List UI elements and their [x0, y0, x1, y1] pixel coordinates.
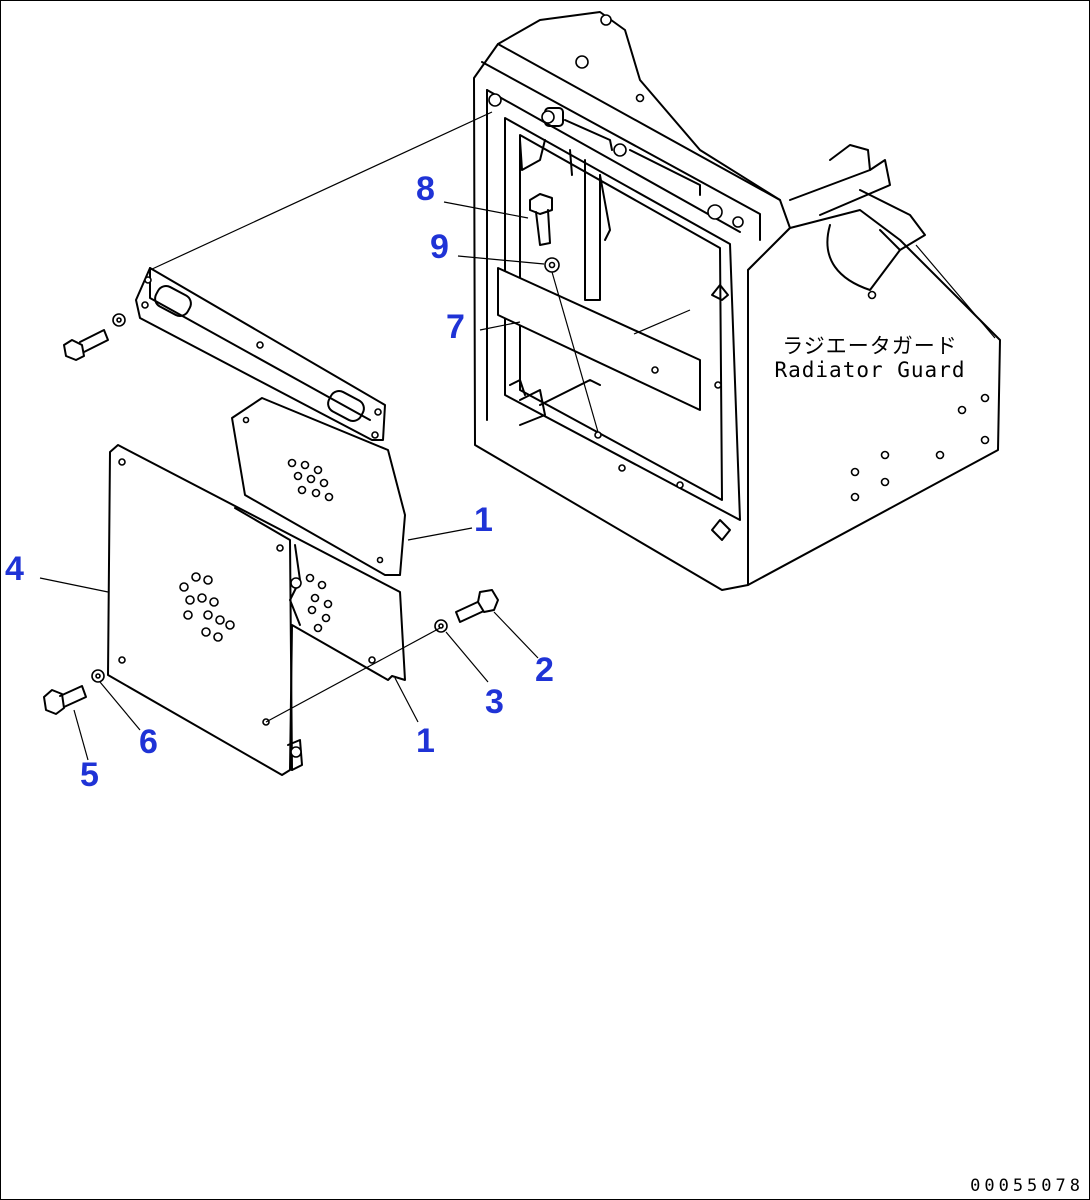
- callout-1-upper: 1: [474, 501, 493, 539]
- radiator-guard-housing: [473, 11, 1001, 591]
- callout-2: 2: [535, 651, 554, 689]
- cover-plate-upper: [231, 397, 406, 576]
- radiator-guard-label-jp: ラジエータガード: [782, 334, 958, 358]
- radiator-guard-label: ラジエータガード Radiator Guard: [770, 334, 970, 382]
- callout-3: 3: [485, 683, 504, 721]
- callout-1-lower: 1: [416, 722, 435, 760]
- callout-7: 7: [446, 308, 465, 346]
- bolt-upper-left: [63, 313, 126, 361]
- leader-lines: [39, 111, 996, 761]
- bolt-2: [434, 589, 499, 633]
- front-cover-plate: [107, 444, 406, 776]
- bolt-8: [529, 193, 560, 273]
- callout-8: 8: [416, 170, 435, 208]
- radiator-guard-label-en: Radiator Guard: [774, 358, 966, 383]
- callout-5: 5: [80, 756, 99, 794]
- callout-6: 6: [139, 723, 158, 761]
- mounting-bar: [135, 267, 386, 441]
- callout-4: 4: [5, 550, 24, 588]
- bolt-5: [43, 669, 105, 715]
- drawing-number: 00055078: [970, 1176, 1084, 1196]
- callout-9: 9: [430, 228, 449, 266]
